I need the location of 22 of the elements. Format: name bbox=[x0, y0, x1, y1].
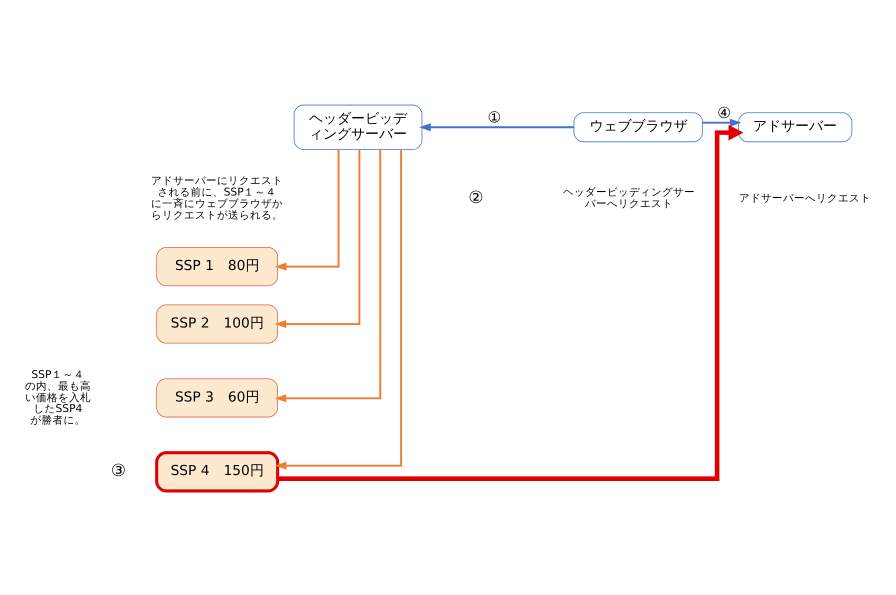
label: SSP１～４の内、最も高い価格を入札したSSP4が勝者に。 bbox=[24, 367, 91, 426]
label: アドサーバーへリクエスト bbox=[739, 190, 872, 204]
arrow bbox=[278, 124, 744, 480]
node-box: ウェブブラウザ bbox=[574, 112, 703, 142]
node-box: SSP 1 80円 bbox=[156, 246, 278, 286]
arrow bbox=[274, 149, 360, 328]
arrow bbox=[275, 148, 402, 470]
node-box: ヘッダービッディングサーバー bbox=[294, 104, 422, 150]
label: ヘッダービッディングサーバーへリクエスト bbox=[563, 185, 696, 210]
arrow bbox=[274, 149, 382, 402]
edge-label: ④ bbox=[717, 104, 731, 122]
edge-label: ① bbox=[488, 108, 502, 126]
node-box: SSP 4 150円 bbox=[155, 450, 280, 492]
arrow bbox=[702, 118, 742, 126]
arrow bbox=[419, 122, 574, 131]
node-box: SSP 2 100円 bbox=[156, 304, 278, 344]
arrow bbox=[274, 149, 340, 270]
label: ③ bbox=[110, 460, 126, 480]
node-box: アドサーバー bbox=[738, 112, 852, 142]
node-box: SSP 3 60円 bbox=[156, 378, 278, 417]
label: アドサーバーにリクエストされる前に、SSP１～４に一斉にウェブブラウザからリクエストが送られる。 bbox=[151, 174, 284, 222]
label: ② bbox=[468, 186, 484, 206]
